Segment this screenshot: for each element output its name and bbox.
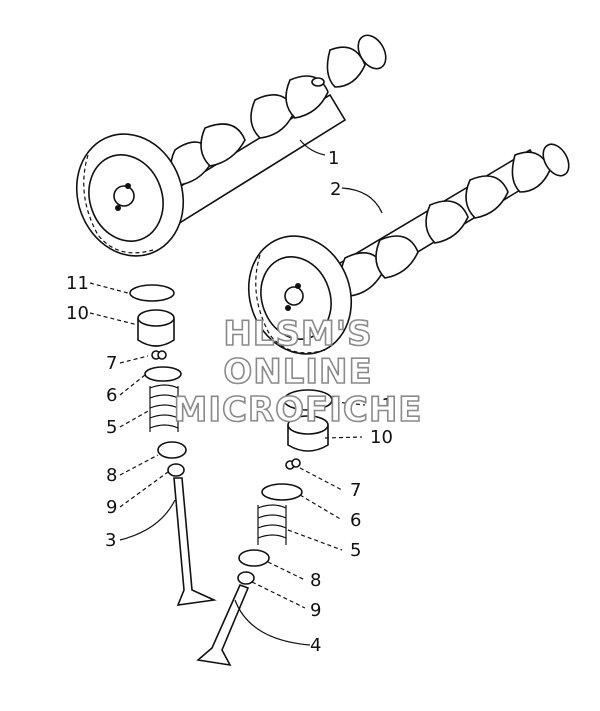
label-8-right: 8 bbox=[310, 570, 321, 591]
retainer-6a bbox=[144, 366, 182, 382]
label-7-right: 7 bbox=[350, 480, 361, 501]
valve-4 bbox=[196, 583, 250, 667]
seat-8a bbox=[157, 441, 187, 459]
label-11-left: 11 bbox=[66, 273, 89, 294]
valve-3 bbox=[173, 477, 217, 606]
spring-5b bbox=[257, 504, 287, 539]
label-5-right: 5 bbox=[350, 540, 361, 561]
shim-11b bbox=[283, 389, 333, 411]
label-3: 3 bbox=[105, 530, 116, 551]
retainer-6b bbox=[261, 483, 303, 501]
watermark-line-1: HLSM'S bbox=[223, 314, 372, 354]
camshaft-1 bbox=[75, 34, 387, 257]
camshaft-2 bbox=[247, 143, 570, 355]
watermark-line-3: MICROFICHE bbox=[173, 390, 422, 430]
part-labels: 1 2 3 4 11 10 7 6 5 8 9 11 10 7 6 5 8 9 bbox=[66, 148, 393, 656]
seal-9b bbox=[237, 571, 255, 585]
watermark-line-2: ONLINE bbox=[223, 352, 372, 392]
label-7-left: 7 bbox=[106, 353, 117, 374]
label-9-right: 9 bbox=[310, 600, 321, 621]
label-6-left: 6 bbox=[106, 385, 117, 406]
label-10-right: 10 bbox=[370, 427, 393, 448]
label-4: 4 bbox=[310, 635, 321, 656]
shim-11a bbox=[129, 284, 175, 302]
label-9-left: 9 bbox=[106, 497, 117, 518]
valve-stack-left bbox=[89, 282, 217, 606]
seat-8b bbox=[238, 549, 270, 567]
label-5-left: 5 bbox=[106, 417, 117, 438]
watermark: HLSM'S ONLINE MICROFICHE bbox=[173, 313, 423, 431]
label-11-right: 11 bbox=[370, 395, 393, 416]
seal-9a bbox=[167, 463, 185, 477]
label-6-right: 6 bbox=[350, 510, 361, 531]
label-8-left: 8 bbox=[106, 465, 117, 486]
valve-stack-right bbox=[196, 389, 366, 667]
spring-5a bbox=[149, 384, 179, 429]
label-10-left: 10 bbox=[66, 303, 89, 324]
label-2: 2 bbox=[330, 179, 341, 200]
label-1: 1 bbox=[328, 148, 339, 169]
